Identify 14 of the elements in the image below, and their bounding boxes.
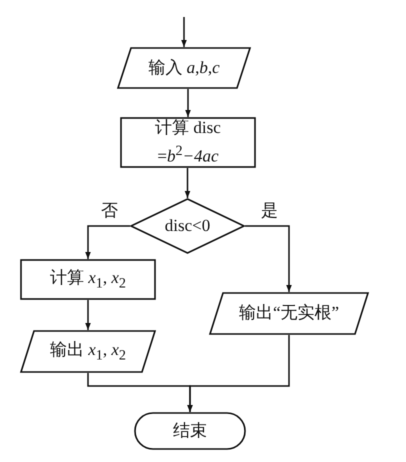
io-parallelogram xyxy=(209,292,369,335)
node-text: 结束 xyxy=(173,420,207,442)
node-text: 输入 a,b,c xyxy=(148,56,220,79)
process-box xyxy=(120,117,256,168)
terminal-box xyxy=(134,412,246,450)
process-box xyxy=(20,259,156,300)
node-text: disc<0 xyxy=(164,214,210,237)
node-text: 计算 disc =b$^{2}$−4ac xyxy=(154,117,222,168)
decision-diamond xyxy=(130,198,245,254)
node-text: 输出“无实根” xyxy=(238,302,340,324)
node-text: 计算 x$_{1}$, x$_{2}$ xyxy=(50,266,126,292)
io-parallelogram xyxy=(20,330,156,373)
io-parallelogram xyxy=(117,47,251,89)
node-text: 输出 x$_{1}$, x$_{2}$ xyxy=(50,338,126,364)
